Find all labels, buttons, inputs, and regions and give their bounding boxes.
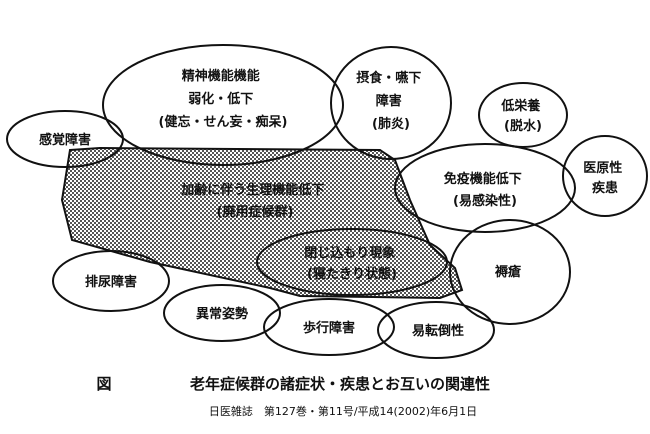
posture-ellipse (163, 284, 281, 342)
pressure-ellipse (449, 219, 571, 325)
posture-label: 異常姿勢 (196, 306, 248, 322)
swallow-label: 摂食・嚥下 障害 (肺炎) (356, 70, 426, 132)
aging-label: 加齢に伴う生理機能低下 (廃用症候群) (180, 182, 329, 220)
urination-ellipse (52, 250, 170, 312)
figure-title: 老年症候群の諸症状・疾患とお互いの関連性 (189, 375, 490, 393)
malnutrition-label: 低栄養 (脱水) (500, 98, 545, 134)
confinement-ellipse (256, 228, 448, 296)
confinement-label: 閉じ込もり現象 (寝たきり状態) (304, 245, 400, 282)
immune-label: 免疫機能低下 (易感染性) (444, 171, 527, 209)
figure-source: 日医雑誌 第127巻・第11号/平成14(2002)年6月1日 (209, 404, 477, 418)
figure-label: 図 (96, 375, 111, 393)
pressure-label: 褥瘡 (494, 264, 522, 280)
iatrogenic-ellipse (562, 135, 648, 217)
mental-label: 精神機能機能 弱化・低下 (健忘・せん妄・痴呆) (159, 68, 288, 130)
immune-ellipse (394, 143, 576, 233)
falls-label: 易転倒性 (412, 323, 464, 339)
malnutrition-ellipse (478, 82, 568, 148)
aging-region (60, 146, 464, 300)
sensory-label: 感覚障害 (39, 132, 91, 148)
gait-ellipse (263, 298, 395, 356)
mental-ellipse (102, 44, 344, 166)
urination-label: 排尿障害 (85, 274, 137, 290)
gait-label: 歩行障害 (303, 320, 355, 336)
iatrogenic-label: 医原性 疾患 (583, 160, 627, 196)
falls-ellipse (377, 301, 495, 359)
swallow-ellipse (330, 46, 452, 160)
